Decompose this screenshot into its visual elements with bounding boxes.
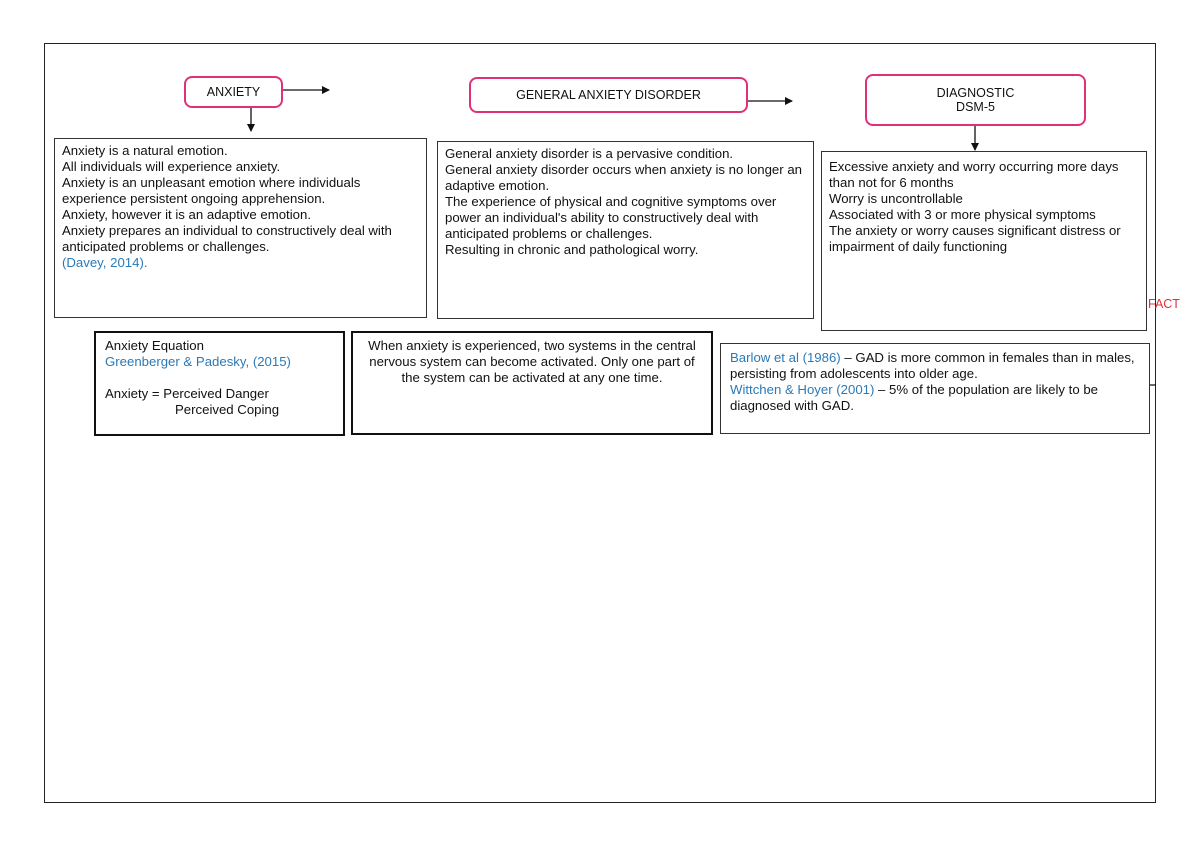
anxiety-line: All individuals will experience anxiety.: [62, 159, 281, 174]
gad-line: General anxiety disorder occurs when anx…: [445, 162, 802, 193]
gad-description-box: General anxiety disorder is a pervasive …: [437, 141, 814, 319]
nervous-system-text: When anxiety is experienced, two systems…: [368, 338, 696, 385]
diagnostic-line: The anxiety or worry causes significant …: [829, 223, 1121, 254]
equation-spacer: [105, 370, 334, 386]
facts-entry-2: Wittchen & Hoyer (2001) – 5% of the popu…: [730, 382, 1140, 414]
anxiety-description-box: Anxiety is a natural emotion. All indivi…: [54, 138, 427, 318]
facts-entry-1: Barlow et al (1986) – GAD is more common…: [730, 350, 1140, 382]
anxiety-line: Anxiety is an unpleasant emotion where i…: [62, 175, 361, 206]
facts-text-2: – 5% of the population are likely to be …: [730, 382, 1098, 413]
nervous-system-box: When anxiety is experienced, two systems…: [351, 331, 713, 435]
equation-denominator: Perceived Coping: [175, 402, 280, 417]
equation-citation: Greenberger & Padesky, (2015): [105, 354, 291, 369]
diagnostic-line: Associated with 3 or more physical sympt…: [829, 207, 1096, 222]
facts-text-1: – GAD is more common in females than in …: [730, 350, 1135, 381]
facts-citation-1: Barlow et al (1986): [730, 350, 841, 365]
diagnostic-line: Worry is uncontrollable: [829, 191, 963, 206]
gad-facts-box: Barlow et al (1986) – GAD is more common…: [720, 343, 1150, 434]
gad-line: General anxiety disorder is a pervasive …: [445, 146, 734, 161]
diagnostic-header-line1: DIAGNOSTIC: [936, 86, 1015, 100]
anxiety-equation-box: Anxiety Equation Greenberger & Padesky, …: [94, 331, 345, 436]
gad-header: GENERAL ANXIETY DISORDER: [469, 77, 748, 113]
equation-title: Anxiety Equation: [105, 338, 204, 353]
gad-line: Resulting in chronic and pathological wo…: [445, 242, 699, 257]
equation-numerator: Anxiety = Perceived Danger: [105, 386, 269, 401]
facts-citation-2: Wittchen & Hoyer (2001): [730, 382, 875, 397]
diagnostic-criteria-box: Excessive anxiety and worry occurring mo…: [821, 151, 1147, 331]
diagnostic-header: DIAGNOSTIC DSM-5: [865, 74, 1086, 126]
gad-header-label: GENERAL ANXIETY DISORDER: [516, 88, 701, 102]
anxiety-citation: (Davey, 2014).: [62, 255, 148, 270]
anxiety-header: ANXIETY: [184, 76, 283, 108]
anxiety-line: Anxiety, however it is an adaptive emoti…: [62, 207, 311, 222]
fact-label: FACT: [1148, 297, 1180, 311]
gad-line: The experience of physical and cognitive…: [445, 194, 777, 241]
diagnostic-line: Excessive anxiety and worry occurring mo…: [829, 159, 1119, 190]
anxiety-header-label: ANXIETY: [206, 85, 261, 99]
anxiety-line: Anxiety prepares an individual to constr…: [62, 223, 392, 254]
anxiety-line: Anxiety is a natural emotion.: [62, 143, 228, 158]
diagnostic-header-line2: DSM-5: [956, 100, 995, 114]
